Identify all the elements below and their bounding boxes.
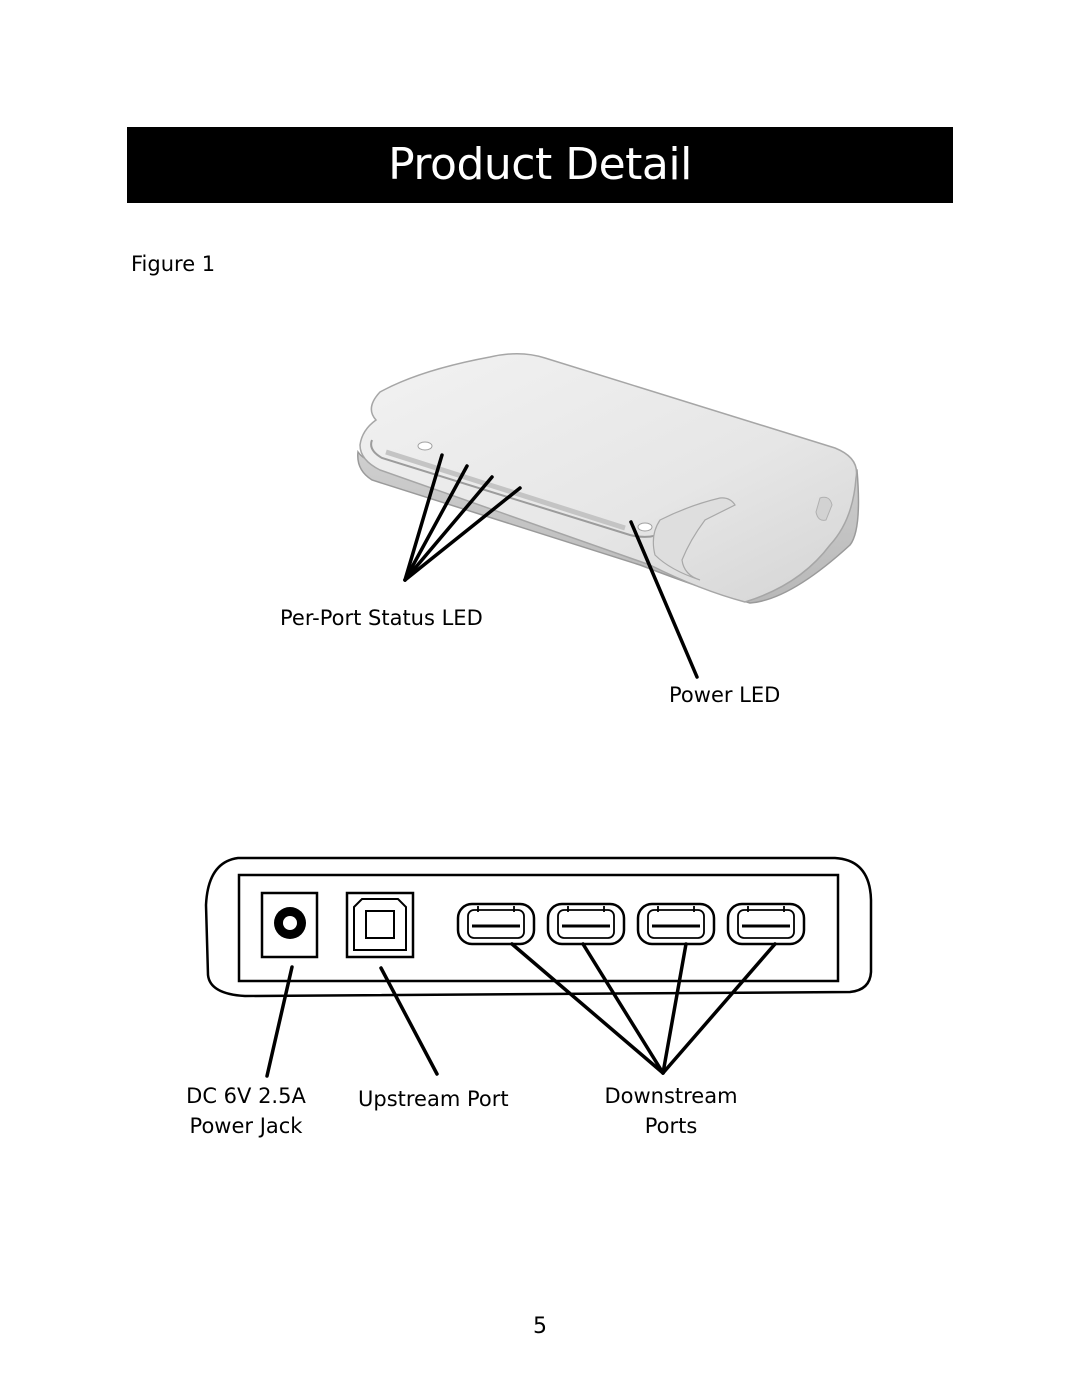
figure-label: Figure 1 [131, 252, 216, 276]
per-port-status-led-label: Per-Port Status LED [280, 606, 483, 630]
hub-top-view [357, 353, 860, 604]
page-title: Product Detail [388, 139, 692, 190]
top-view-leaders [403, 453, 699, 679]
power-jack-spec: DC 6V 2.5A [186, 1084, 306, 1108]
dc-power-jack [260, 891, 319, 959]
upstream-usb-b-port [345, 891, 415, 959]
downstream-usb-a-port-4 [726, 902, 806, 946]
page-title-banner: Product Detail [127, 127, 953, 203]
rear-view-leaders [265, 942, 777, 1078]
downstream-ports-line1: Downstream [604, 1084, 738, 1108]
status-led-dot [417, 441, 433, 451]
downstream-usb-a-port-2 [546, 902, 626, 946]
downstream-usb-a-port-1 [456, 902, 536, 946]
downstream-ports-label: Downstream Ports [580, 1081, 762, 1141]
downstream-ports-line2: Ports [644, 1114, 698, 1138]
upstream-port-label: Upstream Port [358, 1087, 509, 1111]
downstream-usb-a-port-3 [636, 902, 716, 946]
power-led-label: Power LED [669, 683, 781, 707]
page-number: 5 [533, 1314, 547, 1339]
hub-rear-view [204, 856, 873, 998]
hub-end-cap [652, 497, 736, 581]
power-jack-label: DC 6V 2.5A Power Jack [160, 1081, 332, 1141]
power-led-dot [637, 522, 653, 532]
power-jack-name: Power Jack [189, 1114, 303, 1138]
hub-top-surface [359, 353, 858, 603]
